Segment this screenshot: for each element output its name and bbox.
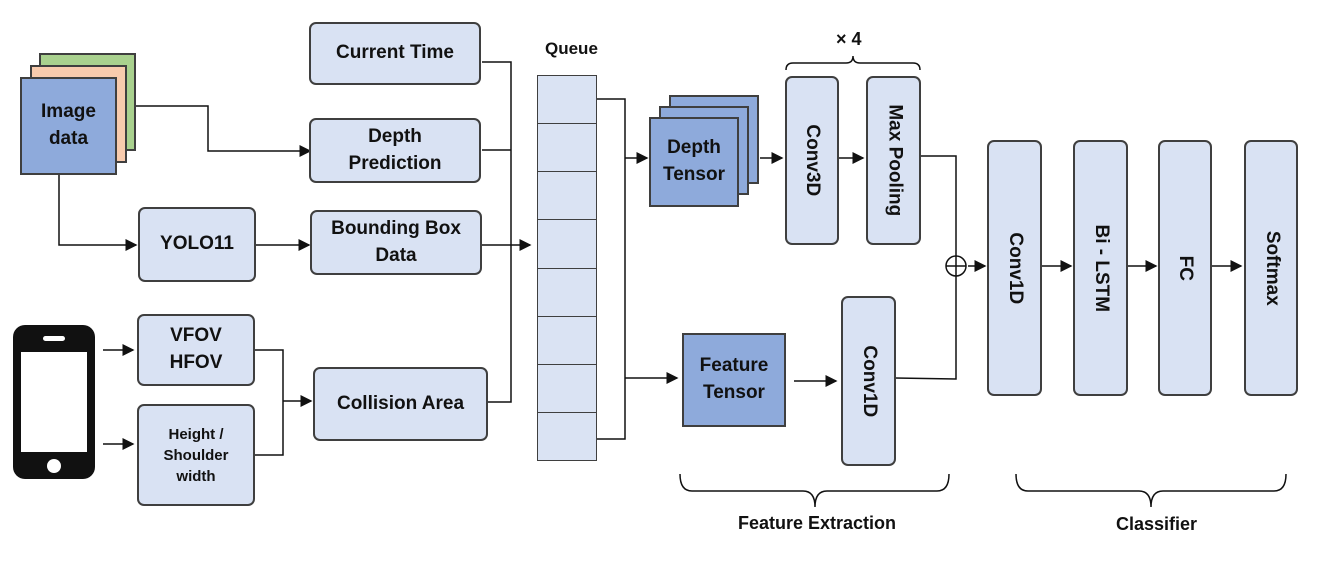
conv3d-block: Conv3D — [785, 76, 839, 245]
repeat-brace — [785, 55, 921, 71]
feature-tensor-block: Feature Tensor — [682, 333, 786, 427]
depth-prediction-block: Depth Prediction — [309, 118, 481, 183]
fc-block: FC — [1158, 140, 1212, 396]
image-data-block: Image data — [20, 77, 117, 175]
current-time-block: Current Time — [309, 22, 481, 85]
classifier-conv1d-label: Conv1D — [1004, 232, 1026, 304]
softmax-block: Softmax — [1244, 140, 1298, 396]
feature-extraction-label: Feature Extraction — [738, 513, 897, 533]
bilstm-label: Bi - LSTM — [1090, 224, 1112, 312]
smartphone-icon — [13, 325, 95, 479]
queue-cell — [537, 363, 597, 413]
queue-cell — [537, 315, 597, 365]
fc-label: FC — [1175, 255, 1197, 281]
max-pooling-label: Max Pooling — [883, 104, 905, 217]
classifier-conv1d-block: Conv1D — [987, 140, 1042, 396]
queue-column — [537, 75, 597, 461]
yolo-block: YOLO11 — [138, 207, 256, 282]
softmax-label: Softmax — [1261, 230, 1283, 306]
queue-cell — [537, 171, 597, 221]
fov-block: VFOV HFOV — [137, 314, 255, 386]
feature-conv1d-label: Conv1D — [858, 345, 880, 417]
bilstm-block: Bi - LSTM — [1073, 140, 1128, 396]
classifier-label: Classifier — [1116, 514, 1198, 534]
queue-label: Queue — [545, 39, 598, 58]
queue-cell — [537, 267, 597, 317]
collision-area-block: Collision Area — [313, 367, 488, 441]
feature-conv1d-block: Conv1D — [841, 296, 896, 466]
repeat-count-label: × 4 — [836, 29, 862, 49]
queue-cell — [537, 123, 597, 173]
max-pooling-block: Max Pooling — [866, 76, 921, 245]
classifier-brace — [1015, 473, 1287, 508]
queue-cell — [537, 219, 597, 269]
depth-tensor-block: Depth Tensor — [649, 117, 739, 207]
queue-cell — [537, 411, 597, 461]
sum-node-icon — [945, 255, 967, 277]
height-shoulder-block: Height / Shoulder width — [137, 404, 255, 506]
bounding-box-data-block: Bounding Box Data — [310, 210, 482, 275]
queue-cell — [537, 75, 597, 125]
conv3d-label: Conv3D — [802, 124, 824, 197]
feature-extraction-brace — [679, 473, 950, 508]
